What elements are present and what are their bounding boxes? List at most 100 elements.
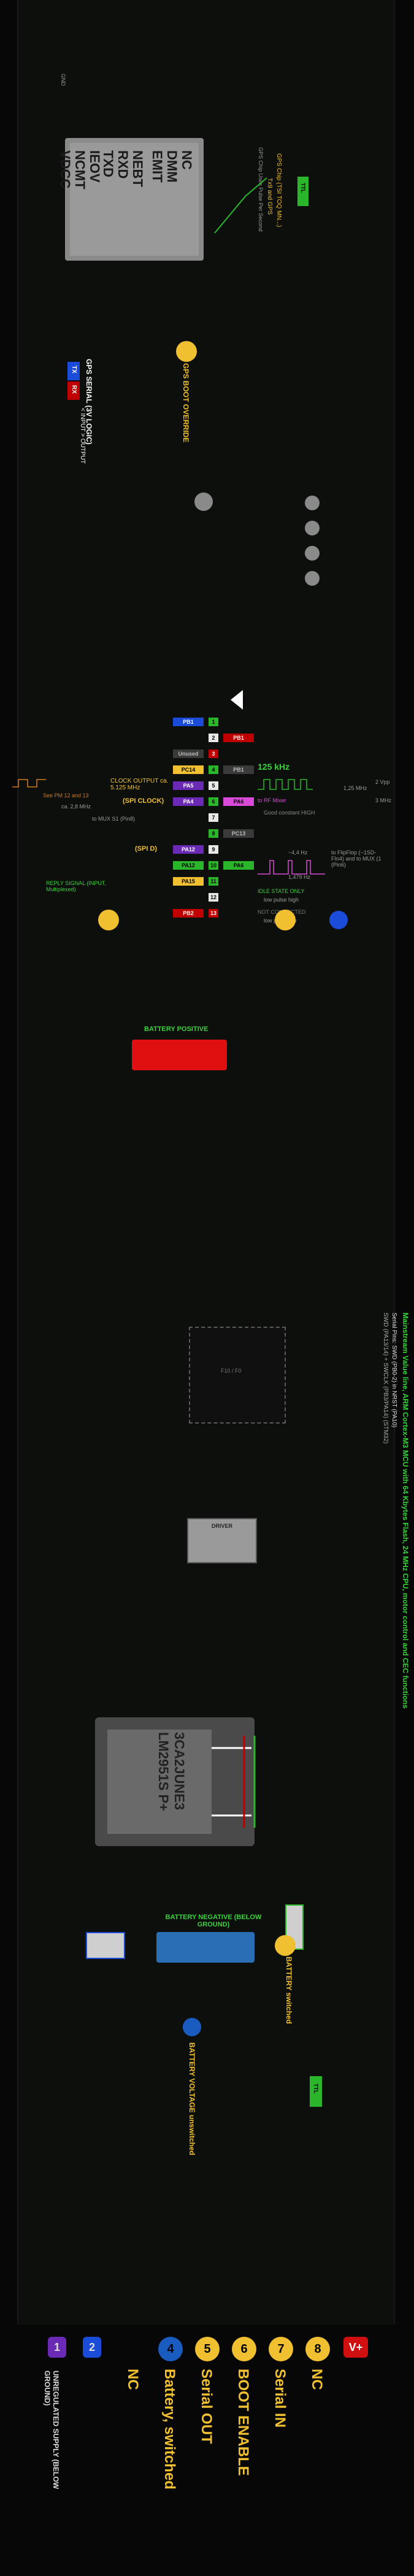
good-constant-label: Good constant HIGH: [264, 810, 315, 816]
gps-label-main: GPS Chip (TSI TOQ MN...): [275, 153, 282, 228]
spi-data-label: (SPI D): [135, 845, 158, 853]
rx-label: RX: [71, 385, 77, 394]
pin-number: 5: [209, 781, 218, 790]
connector-pin[interactable]: 6: [232, 2337, 256, 2361]
mcu-header-sub1: Serial Pins: SWD (PB0-2) in NRST (PA10): [391, 1313, 397, 1428]
battery-switched-label: BATTERY switched: [285, 1957, 293, 2024]
gps-chip-line: VDCC: [58, 150, 73, 189]
pin-number: 12: [209, 893, 218, 902]
gps-chip-text: NEBT RXD TXD: [101, 150, 145, 187]
connector-label: NC: [309, 2369, 325, 2390]
pin-name: PC14: [173, 765, 204, 774]
pin-number: 8: [209, 829, 218, 838]
connector-pin[interactable]: 4: [158, 2337, 183, 2361]
test-pad: [305, 546, 320, 561]
gps-chip-text: NC DMM EMIT: [150, 150, 194, 183]
pin-number: 13: [209, 909, 218, 918]
freq2-label: 1,479 Hz: [288, 874, 311, 880]
tx-label: TX: [71, 366, 77, 374]
ttl-label: TTL: [300, 183, 306, 193]
ttl-bottom-box: TTL: [310, 2076, 322, 2107]
mcu-chip: F10 / F0: [184, 1322, 288, 1426]
test-pad: [305, 496, 320, 510]
connector-pin[interactable]: 7: [269, 2337, 293, 2361]
connector-label: UNREGULATED SUPPLY (BELOW GROUND): [43, 2371, 60, 2490]
connector-pin[interactable]: 5: [195, 2337, 220, 2361]
pin-number: 10: [209, 861, 218, 870]
waveform: [258, 860, 325, 875]
ttl-bottom-label: TTL: [313, 2083, 319, 2094]
pin-name: Unused: [173, 749, 204, 758]
ttl-box: TTL: [297, 177, 309, 206]
pin-number: 9: [209, 845, 218, 854]
pin-name: PA5: [173, 781, 204, 790]
pin-strip: 1 2 3 4 5 6 7 8 9 10 11 12 13: [209, 718, 220, 926]
pcb-board: [17, 0, 395, 2325]
connector-label: BOOT ENABLE: [235, 2369, 251, 2476]
pin-name: PB1: [173, 718, 204, 726]
driver-chip-label: DRIVER: [212, 1523, 233, 1529]
reply-signal-label: REPLY SIGNAL (INPUT, Multiplexed): [46, 880, 106, 892]
pin-number: 11: [209, 877, 218, 886]
pin-name: PB1: [223, 734, 254, 742]
connector-label: NC: [125, 2369, 141, 2390]
gps-serial-label: GPS SERIAL (3V LOGIC): [85, 359, 93, 445]
gps-chip: NC DMM EMIT NEBT RXD TXD IEOV NCMT VDCC: [58, 138, 204, 261]
test-pad-yellow[interactable]: [98, 910, 119, 930]
connector-pin[interactable]: 2: [83, 2337, 101, 2358]
mcu-header-title: Mainstream Value line, ARM Cortex-M3 MCU…: [401, 1313, 410, 1709]
clock-output-label: CLOCK OUTPUT ca. 5.125 MHz: [110, 778, 169, 791]
waveform: [12, 779, 46, 788]
idle-state-label: IDLE STATE ONLY: [258, 888, 305, 894]
connector-pin[interactable]: 8: [305, 2337, 330, 2361]
mcu-chip-label: F10 / F0: [221, 1368, 242, 1374]
mux-buffer-label: to MUX S1 (Pin8): [92, 816, 136, 822]
low-pulse-label: low pulse high: [264, 897, 299, 903]
gps-wire: [214, 177, 267, 234]
test-pad: [305, 521, 320, 535]
battery-unswitched-pad[interactable]: [183, 2018, 201, 2036]
pin-name: PC13: [223, 829, 254, 838]
pin-number: 7: [209, 813, 218, 822]
driver-chip: DRIVER: [187, 1518, 257, 1563]
battery-switched-pad[interactable]: [275, 1935, 296, 1956]
pin-number: 1: [209, 718, 218, 726]
in-out-label: < INPUT > OUTPUT: [79, 408, 86, 464]
battery-negative-label: BATTERY NEGATIVE (BELOW GROUND): [165, 1914, 262, 1928]
gps-boot-override-label: GPS BOOT OVERRIDE: [182, 363, 190, 443]
battery-positive-pad[interactable]: [132, 1040, 227, 1070]
mcu-header-sub2: SWD (PA13/14) + SWCLK (PB3/PA14) (STM32): [382, 1313, 389, 1444]
battery-negative-pad[interactable]: [156, 1932, 255, 1963]
gps-chip-text: IEOV NCMT VDCC: [58, 150, 102, 190]
flip-flop-label: to FlipFlop (~1SD-FIn4) and to MUX (1 (P…: [331, 849, 381, 868]
connector-label: Serial OUT: [198, 2369, 215, 2444]
gps-rx-pad[interactable]: RX: [67, 381, 80, 400]
gps-chip-line: RXD: [115, 150, 131, 179]
gps-chip-line: NEBT: [130, 150, 145, 187]
test-pad-yellow[interactable]: [275, 910, 296, 930]
battery-positive-label: BATTERY POSITIVE: [144, 1025, 209, 1033]
gps-boot-override-pad[interactable]: [176, 341, 197, 362]
pin-number: 2: [209, 734, 218, 742]
gps-tx-pad[interactable]: TX: [67, 362, 80, 380]
connector-pin[interactable]: 1: [48, 2337, 66, 2358]
two-sh-label: 3 MHz: [375, 797, 392, 803]
pin-name: PA12: [173, 845, 204, 854]
gps-chip-line: DMM: [164, 150, 180, 183]
pin-name: PA4: [173, 797, 204, 806]
pin-name: PA15: [173, 877, 204, 886]
rf-output-label: to RF Mixer: [258, 797, 286, 803]
gps-chip-line: NC: [179, 150, 194, 170]
pin-name: PA6: [223, 861, 254, 870]
regulator-chip: 3CA2JUNE3 LM2951S P+: [95, 1717, 255, 1846]
gps-chip-line: NCMT: [72, 150, 88, 190]
hz-125-label: 1,25 MHz: [343, 785, 367, 791]
connector-pin[interactable]: V+: [343, 2337, 368, 2358]
pin-number: 3: [209, 749, 218, 758]
gps-chip-line: IEOV: [87, 150, 102, 183]
pin-name: PB2: [173, 909, 204, 918]
pin-number: 6: [209, 797, 218, 806]
test-pad-blue[interactable]: [329, 911, 348, 929]
test-pad: [194, 493, 213, 511]
test-pad: [305, 571, 320, 586]
